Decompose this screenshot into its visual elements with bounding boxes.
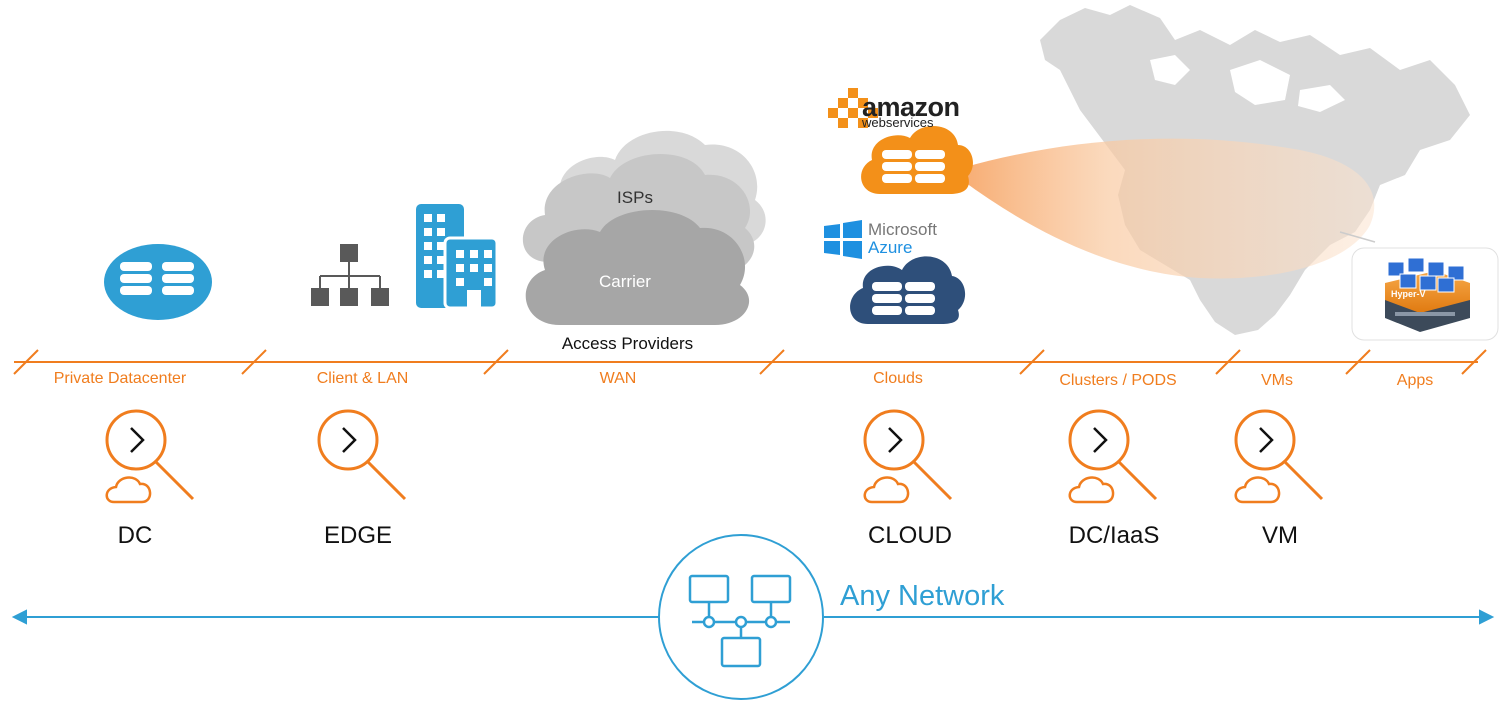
windows-logo-icon xyxy=(824,220,862,259)
monitor-label-vm: VM xyxy=(1262,522,1298,549)
segment-label-private-datacenter: Private Datacenter xyxy=(53,370,187,387)
any-network-arrow xyxy=(11,609,1495,625)
aws-cubes-icon xyxy=(828,88,878,128)
azure-wordmark: Azure xyxy=(868,238,913,257)
magnifier-cloud-icon-vm xyxy=(1234,409,1324,504)
isps-label: ISPs xyxy=(617,188,653,207)
monitor-label-dc: DC xyxy=(117,522,153,549)
segment-label-wan: WAN xyxy=(599,370,637,387)
monitor-label-edge: EDGE xyxy=(323,522,392,549)
segment-timeline xyxy=(13,349,1487,375)
carrier-label: Carrier xyxy=(599,272,651,291)
connection-beam xyxy=(962,138,1375,279)
segment-label-clouds: Clouds xyxy=(873,370,923,387)
microsoft-wordmark: Microsoft xyxy=(868,220,937,239)
magnifier-cloud-icon-edge xyxy=(317,409,407,501)
wan-clouds xyxy=(522,130,766,325)
azure-database-cloud-icon xyxy=(850,256,966,324)
any-network-label: Any Network xyxy=(840,580,1005,612)
webservices-wordmark: webservices xyxy=(862,115,934,130)
segment-label-apps: Apps xyxy=(1396,372,1434,389)
segment-label-vms: VMs xyxy=(1261,372,1293,389)
monitor-label-dc-iaas: DC/IaaS xyxy=(1068,522,1160,549)
network-hierarchy-icon xyxy=(311,244,389,306)
magnifier-cloud-icon-cloud xyxy=(863,409,953,504)
magnifier-icons xyxy=(105,409,1324,504)
amazon-wordmark: amazon xyxy=(862,92,960,122)
access-providers-label: Access Providers xyxy=(561,334,694,353)
aws-database-cloud-icon xyxy=(861,125,973,194)
hyperv-label: Hyper-V xyxy=(1391,289,1426,299)
hyperv-server-icon xyxy=(1351,247,1499,341)
network-topology-icon xyxy=(658,534,824,700)
monitor-label-cloud: CLOUD xyxy=(867,522,952,549)
database-cloud-icon xyxy=(104,244,212,320)
segment-label-clusters-pods: Clusters / PODS xyxy=(1059,372,1177,389)
segment-label-client-lan: Client & LAN xyxy=(316,370,409,387)
office-buildings-icon xyxy=(416,204,499,310)
magnifier-cloud-icon-dc-iaas xyxy=(1068,409,1158,504)
magnifier-cloud-icon-dc xyxy=(105,409,195,504)
